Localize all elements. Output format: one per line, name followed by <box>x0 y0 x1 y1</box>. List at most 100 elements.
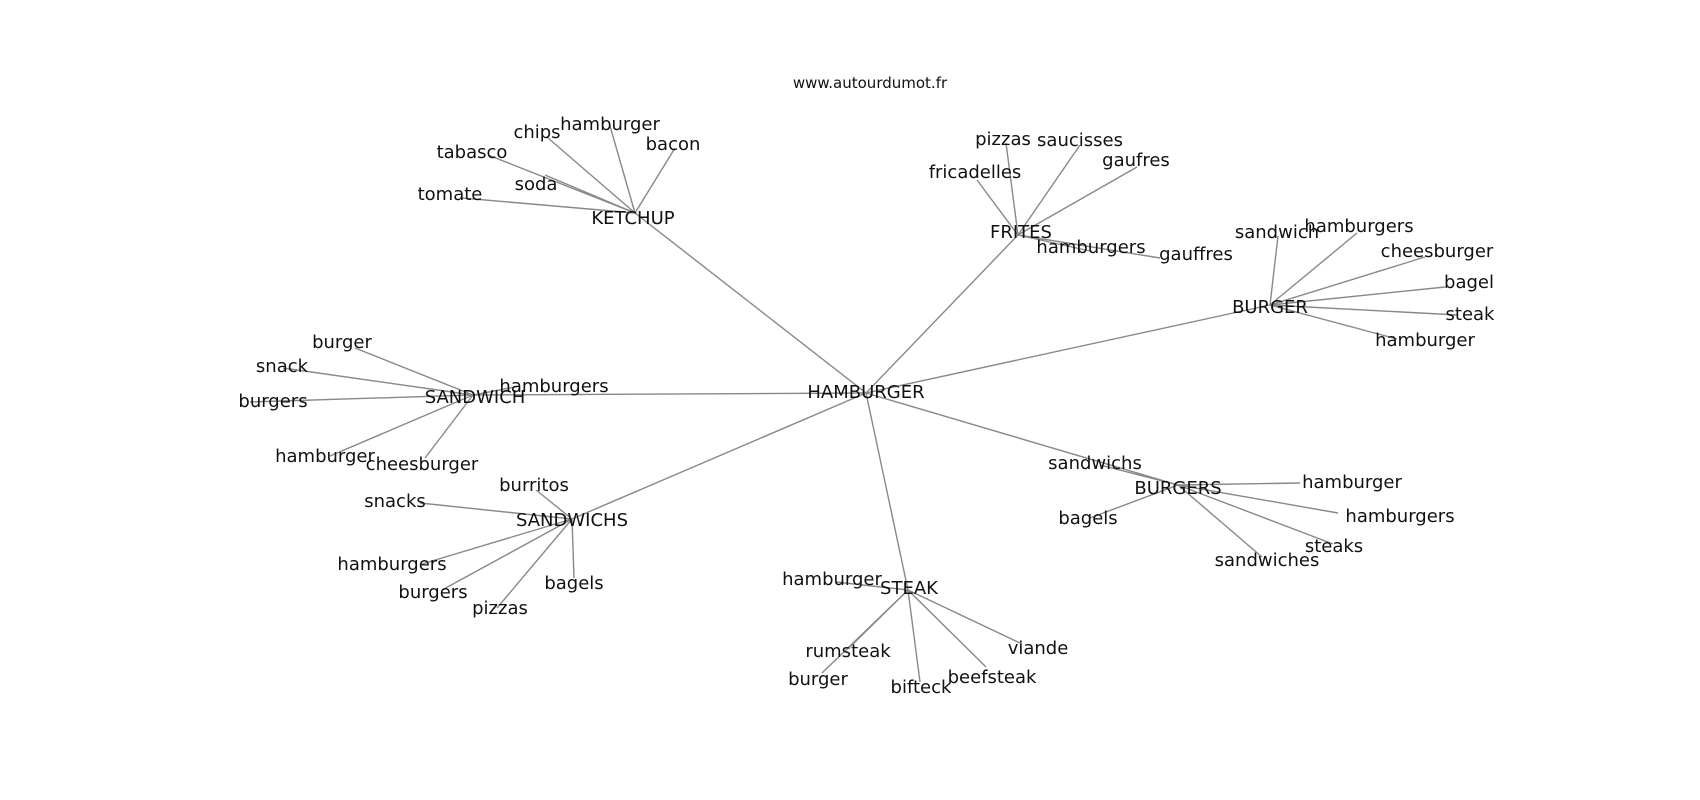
leaf-node-label: burgers <box>398 582 467 603</box>
edge-sandwich-2 <box>249 394 474 403</box>
leaf-node-label: hamburger <box>1302 472 1402 493</box>
leaf-node-label: viande <box>1008 638 1069 659</box>
edge-ketchup-5 <box>634 147 676 214</box>
leaf-node-label: gauffres <box>1159 244 1233 265</box>
edge-burgers-5 <box>1177 484 1263 558</box>
edge-burger-5 <box>1269 304 1398 340</box>
edge-center-sandwichs <box>571 392 867 520</box>
leaf-node-label: bagels <box>1058 508 1117 529</box>
leaf-node-label: pizzas <box>472 598 528 619</box>
edge-frites-4 <box>1017 234 1091 252</box>
leaf-node-label: hamburger <box>560 114 660 135</box>
edge-sandwichs-1 <box>419 502 573 520</box>
leaf-node-label: cheesburger <box>366 454 479 475</box>
edge-center-burger <box>865 304 1271 394</box>
edge-steak-3 <box>907 589 921 683</box>
cluster-node-label: SANDWICHS <box>516 510 628 531</box>
leaf-node-label: burger <box>788 669 848 690</box>
leaf-node-label: burger <box>312 332 372 353</box>
source-label: www.autourdumot.fr <box>793 74 948 92</box>
leaf-node-label: burritos <box>499 475 569 496</box>
leaf-node-label: tabasco <box>437 142 508 163</box>
leaf-node-label: gaufres <box>1102 150 1170 171</box>
leaf-node-label: hamburger <box>782 569 882 590</box>
edge-ketchup-2 <box>547 137 636 214</box>
edge-center-frites <box>865 234 1019 394</box>
cluster-node-label: BURGER <box>1232 297 1308 318</box>
cluster-node-label: SANDWICH <box>425 387 526 408</box>
leaf-node-label: soda <box>515 174 558 195</box>
edge-burgers-3 <box>1177 484 1339 514</box>
edge-ketchup-3 <box>544 174 636 214</box>
edge-frites-5 <box>1017 234 1161 259</box>
leaf-node-label: rumsteak <box>805 641 891 662</box>
leaf-node-label: snack <box>256 356 309 377</box>
leaf-node-label: hamburgers <box>499 376 608 397</box>
leaf-node-label: hamburger <box>275 446 375 467</box>
cluster-node-label: KETCHUP <box>591 208 674 229</box>
edge-center-burgers <box>865 392 1179 486</box>
cluster-node-label: STEAK <box>880 578 939 599</box>
leaf-node-label: cheesburger <box>1381 241 1494 262</box>
edge-burgers-0 <box>1099 464 1179 486</box>
leaf-node-label: pizzas <box>975 129 1031 150</box>
leaf-node-label: sandwiches <box>1215 550 1320 571</box>
edge-frites-2 <box>976 179 1019 236</box>
cluster-node-label: FRITES <box>990 222 1052 243</box>
edge-steak-5 <box>907 589 1023 645</box>
edge-burger-3 <box>1269 286 1446 306</box>
edge-steak-0 <box>835 581 909 591</box>
edge-burgers-2 <box>1177 482 1301 486</box>
edge-burgers-4 <box>1177 484 1334 545</box>
leaf-node-label: hamburgers <box>1036 237 1145 258</box>
edge-frites-0 <box>1005 142 1019 236</box>
leaf-node-label: bacon <box>646 134 701 155</box>
leaf-node-label: saucisses <box>1037 130 1123 151</box>
edge-sandwich-1 <box>282 367 474 396</box>
edge-sandwichs-4 <box>496 518 573 609</box>
graph-edges <box>249 125 1459 683</box>
edge-burger-0 <box>1269 235 1279 306</box>
leaf-node-label: bagels <box>544 573 603 594</box>
leaf-node-label: hamburgers <box>337 554 446 575</box>
edge-sandwichs-0 <box>535 489 573 520</box>
leaf-node-label: beefsteak <box>948 667 1037 688</box>
edge-steak-4 <box>907 589 987 668</box>
edge-burgers-1 <box>1089 484 1179 519</box>
edge-steak-2 <box>821 589 909 674</box>
edge-burger-4 <box>1269 304 1459 316</box>
edge-sandwichs-5 <box>571 518 575 579</box>
leaf-node-label: hamburgers <box>1304 216 1413 237</box>
leaf-node-label: snacks <box>364 491 426 512</box>
edge-frites-1 <box>1017 144 1081 236</box>
edge-sandwichs-2 <box>421 518 573 565</box>
graph-labels: tomatetabascochipssodahamburgerbaconKETC… <box>238 114 1495 698</box>
edge-center-sandwich <box>472 392 867 396</box>
leaf-node-label: hamburgers <box>1345 506 1454 527</box>
edge-sandwichs-3 <box>441 518 573 591</box>
leaf-node-label: steaks <box>1305 536 1363 557</box>
leaf-node-label: sandwich <box>1235 222 1319 243</box>
center-node-label: HAMBURGER <box>807 382 924 403</box>
leaf-node-label: steak <box>1446 304 1496 325</box>
edge-ketchup-0 <box>461 197 636 214</box>
cluster-node-label: BURGERS <box>1134 478 1221 499</box>
edge-burger-2 <box>1269 256 1426 306</box>
leaf-node-label: burgers <box>238 391 307 412</box>
leaf-node-label: bagel <box>1444 272 1494 293</box>
edge-center-ketchup <box>634 212 867 394</box>
edge-sandwich-0 <box>354 347 474 396</box>
leaf-node-label: tomate <box>418 184 483 205</box>
edge-sandwich-3 <box>472 385 521 396</box>
edge-ketchup-4 <box>609 125 636 214</box>
leaf-node-label: chips <box>513 122 560 143</box>
leaf-node-label: hamburger <box>1375 330 1475 351</box>
edge-sandwich-5 <box>424 394 474 459</box>
leaf-node-label: fricadelles <box>929 162 1022 183</box>
edge-burger-1 <box>1269 232 1358 306</box>
leaf-node-label: bifteck <box>891 677 952 698</box>
edge-frites-3 <box>1017 166 1138 236</box>
edge-center-steak <box>865 392 909 591</box>
edge-sandwich-4 <box>329 394 474 457</box>
